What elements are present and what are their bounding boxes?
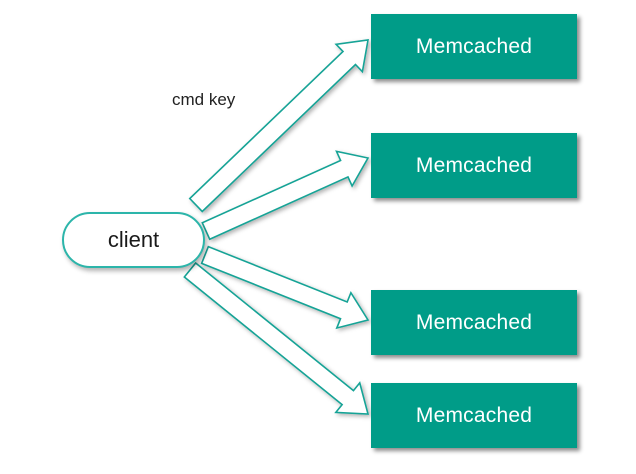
- edge-label-cmd-key: cmd key: [172, 90, 236, 109]
- memcached-node-3[interactable]: Memcached: [371, 290, 577, 355]
- memcached-node-1[interactable]: Memcached: [371, 14, 577, 79]
- client-to-memcached-4: [183, 261, 370, 415]
- client-to-memcached-1: [188, 39, 369, 213]
- memcached-node-1-label: Memcached: [415, 34, 533, 58]
- client-to-memcached-2: [201, 150, 370, 241]
- memcached-node-2-label: Memcached: [415, 153, 533, 177]
- client-node[interactable]: client: [62, 212, 205, 268]
- memcached-node-4-label: Memcached: [415, 403, 533, 427]
- memcached-node-3-label: Memcached: [415, 310, 533, 334]
- memcached-node-4[interactable]: Memcached: [371, 383, 577, 448]
- memcached-node-2[interactable]: Memcached: [371, 133, 577, 198]
- client-to-memcached-3: [200, 245, 370, 330]
- client-node-label: client: [107, 227, 160, 252]
